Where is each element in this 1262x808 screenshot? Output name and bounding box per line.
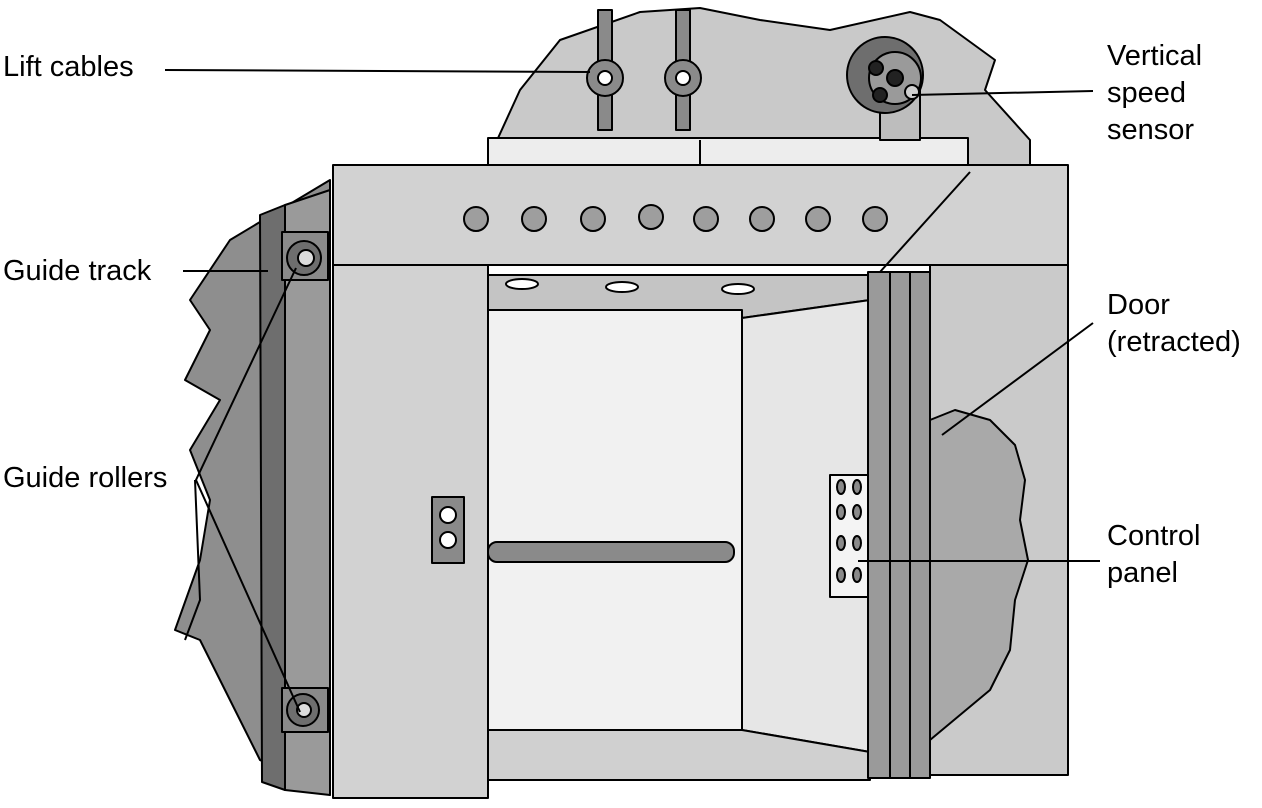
label-vertical-speed-sensor-line1: Vertical xyxy=(1107,40,1203,72)
leader-speed-sensor xyxy=(911,90,1094,96)
label-control-panel-line1: Control xyxy=(1107,520,1201,552)
leader-door-rail xyxy=(879,171,971,273)
leader-door xyxy=(941,322,1094,436)
label-lift-cables: Lift cables xyxy=(3,51,134,83)
vertical-speed-sensor-wheel xyxy=(846,36,924,141)
guide-roller-bottom xyxy=(281,687,329,733)
lift-cable-2 xyxy=(664,9,702,131)
floor-indicator-lights xyxy=(463,204,888,232)
label-control-panel-line2: panel xyxy=(1107,557,1178,589)
label-door: Door (retracted) xyxy=(1107,287,1241,361)
leader-lines xyxy=(164,69,1100,713)
label-vertical-speed-sensor-line2: speed xyxy=(1107,77,1187,109)
leader-lift-cables xyxy=(164,69,591,73)
guide-roller-top xyxy=(281,231,329,281)
label-vertical-speed-sensor: Vertical speed sensor xyxy=(1107,38,1202,149)
label-guide-track: Guide track xyxy=(3,255,152,287)
handrail xyxy=(487,541,735,563)
label-door-line2: (retracted) xyxy=(1107,326,1241,358)
label-vertical-speed-sensor-line3: sensor xyxy=(1107,114,1195,146)
door-rail xyxy=(867,271,931,779)
label-door-line1: Door xyxy=(1107,289,1170,321)
label-guide-rollers: Guide rollers xyxy=(3,462,168,494)
car-back-wall xyxy=(487,309,743,731)
control-panel-plate xyxy=(829,474,869,598)
label-control-panel: Control panel xyxy=(1107,518,1201,592)
car-roof-box xyxy=(487,137,969,169)
lift-cable-1 xyxy=(586,9,624,131)
call-buttons xyxy=(431,496,465,564)
leader-guide-rollers xyxy=(194,267,301,713)
